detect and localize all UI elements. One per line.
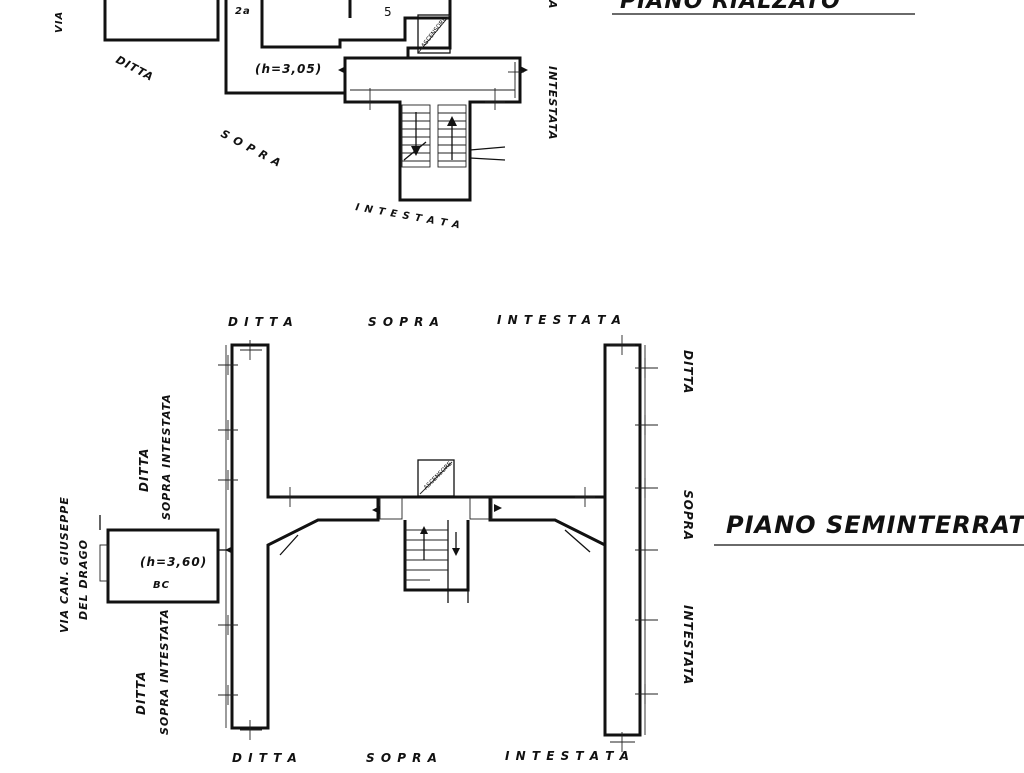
- top-edge-ditta: D I T T A: [228, 315, 294, 329]
- top-left-block: [103, 0, 220, 42]
- top-ditta-label: DITTA: [114, 53, 156, 84]
- bottom-edge-sopra: S O P R A: [366, 751, 438, 765]
- landing-left: [379, 496, 403, 520]
- stairwell: [403, 520, 470, 592]
- right-connector: [488, 495, 606, 547]
- left-lower-sopra: SOPRA INTESTATA: [158, 608, 171, 735]
- top-edge-intestata: I N T E S T A T A: [497, 313, 622, 327]
- street-line2: DEL DRAGO: [77, 539, 90, 620]
- landing-right: [469, 496, 493, 520]
- right-wing-ticks: [575, 335, 658, 752]
- bottom-elevator-label: ASCENSORE: [422, 460, 453, 491]
- top-room-marker: 2a: [235, 6, 251, 17]
- top-elevator-label: ASCENSORE: [420, 16, 448, 50]
- top-inner-wall: [260, 0, 450, 49]
- top-plan-title: PIANO RIALZATO: [620, 0, 841, 14]
- top-elevator-box: [417, 14, 451, 54]
- street-line1: VIA CAN. GIUSEPPE: [58, 496, 71, 633]
- right-edge-sopra: SOPRA: [681, 490, 695, 541]
- top-sopra-label: S O P R A: [219, 127, 284, 170]
- top-staircase: [401, 104, 506, 168]
- top-room-number: 5: [384, 5, 392, 19]
- right-edge-ditta: DITTA: [681, 350, 695, 394]
- bottom-elevator-box: [417, 459, 455, 497]
- cellar-room-code: BC: [153, 580, 170, 591]
- left-wing-ticks: [218, 340, 300, 740]
- right-edge-intestata: INTESTATA: [681, 605, 695, 685]
- left-lower-ditta: DITTA: [134, 671, 148, 715]
- top-height-label: (h=3,05): [255, 62, 322, 76]
- top-intestata-bottom-label: I N T E S T A T A: [354, 202, 461, 231]
- top-edge-sopra: S O P R A: [368, 315, 440, 329]
- left-upper-sopra: SOPRA INTESTATA: [160, 393, 173, 520]
- svg-text:A: A: [546, 0, 559, 10]
- bottom-edge-ditta: D I T T A: [232, 751, 298, 765]
- cellar-window: [99, 544, 109, 582]
- top-landing: [343, 56, 522, 202]
- top-dimension-ticks: [360, 62, 524, 110]
- top-intestata-right-label: INTESTATA: [546, 66, 559, 141]
- bottom-plan: PIANO SEMINTERRATO D I T T A S O P R A I…: [58, 313, 1024, 765]
- cellar-room-height: (h=3,60): [140, 555, 207, 569]
- top-plan: PIANO RIALZATO 2a 5 ASCENSORE (h=3,05): [54, 0, 915, 232]
- left-upper-ditta: DITTA: [137, 448, 151, 492]
- left-wing-wall: [230, 343, 380, 730]
- bottom-edge-intestata: I N T E S T A T A: [505, 749, 630, 763]
- top-via-label: VIA: [54, 11, 65, 33]
- bottom-plan-title: PIANO SEMINTERRATO: [726, 511, 1024, 539]
- right-wing-wall: [603, 343, 642, 737]
